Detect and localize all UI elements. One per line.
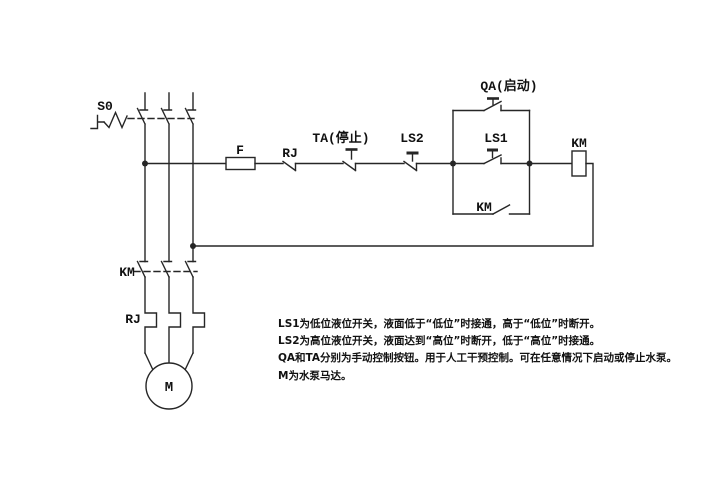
note-line-3: QA和TA分别为手动控制按钮。用于人工干预控制。可在任意情况下启动或停止水泵。 [278,352,678,365]
thermal-relay-contact-rj [282,160,297,172]
junction-dot [190,243,196,249]
km-coil [571,150,587,177]
level-switch-ls1 [483,148,502,165]
motor-m [144,352,194,410]
fuse-f [225,156,256,171]
control-return-wire [192,162,594,247]
start-button-qa [483,97,502,112]
notes-block: LS1为低位液位开关，液面低于“低位”时接通，高于“低位”时断开。 LS2为高位… [278,316,677,385]
label-rj-contact: RJ [282,146,298,161]
label-km-main-contacts: KM [119,265,135,280]
manual-handle-icon [103,110,128,130]
km-selfhold-contact [492,204,511,215]
label-qa-start: QA(启动) [480,78,537,94]
label-fuse-f: F [236,143,244,158]
phase-line-l3 [184,92,197,263]
label-s0: S0 [97,99,113,114]
disconnect-switch-s0 [90,110,198,130]
control-circuit-wire [142,148,594,249]
label-km-aux-contact: KM [476,200,492,215]
km-main-contacts [133,260,198,278]
label-motor-m: M [165,380,173,396]
label-ls2: LS2 [400,131,424,146]
label-km-coil: KM [571,136,587,151]
phase-line-l1 [136,92,149,263]
label-rj-overload: RJ [125,312,141,327]
label-ls1: LS1 [484,131,508,146]
start-holding-branch [452,97,531,215]
stop-button-ta [342,148,358,172]
phase-line-l2 [160,92,173,263]
note-line-4: M为水泵马达。 [278,369,352,382]
note-line-1: LS1为低位液位开关，液面低于“低位”时接通，高于“低位”时断开。 [278,318,601,330]
label-ta-stop: TA(停止) [312,130,369,146]
note-line-2: LS2为高位液位开关，液面达到“高位”时断开，低于“高位”时接通。 [278,335,601,348]
thermal-overload-rj [144,276,206,365]
level-switch-ls2 [403,151,419,172]
